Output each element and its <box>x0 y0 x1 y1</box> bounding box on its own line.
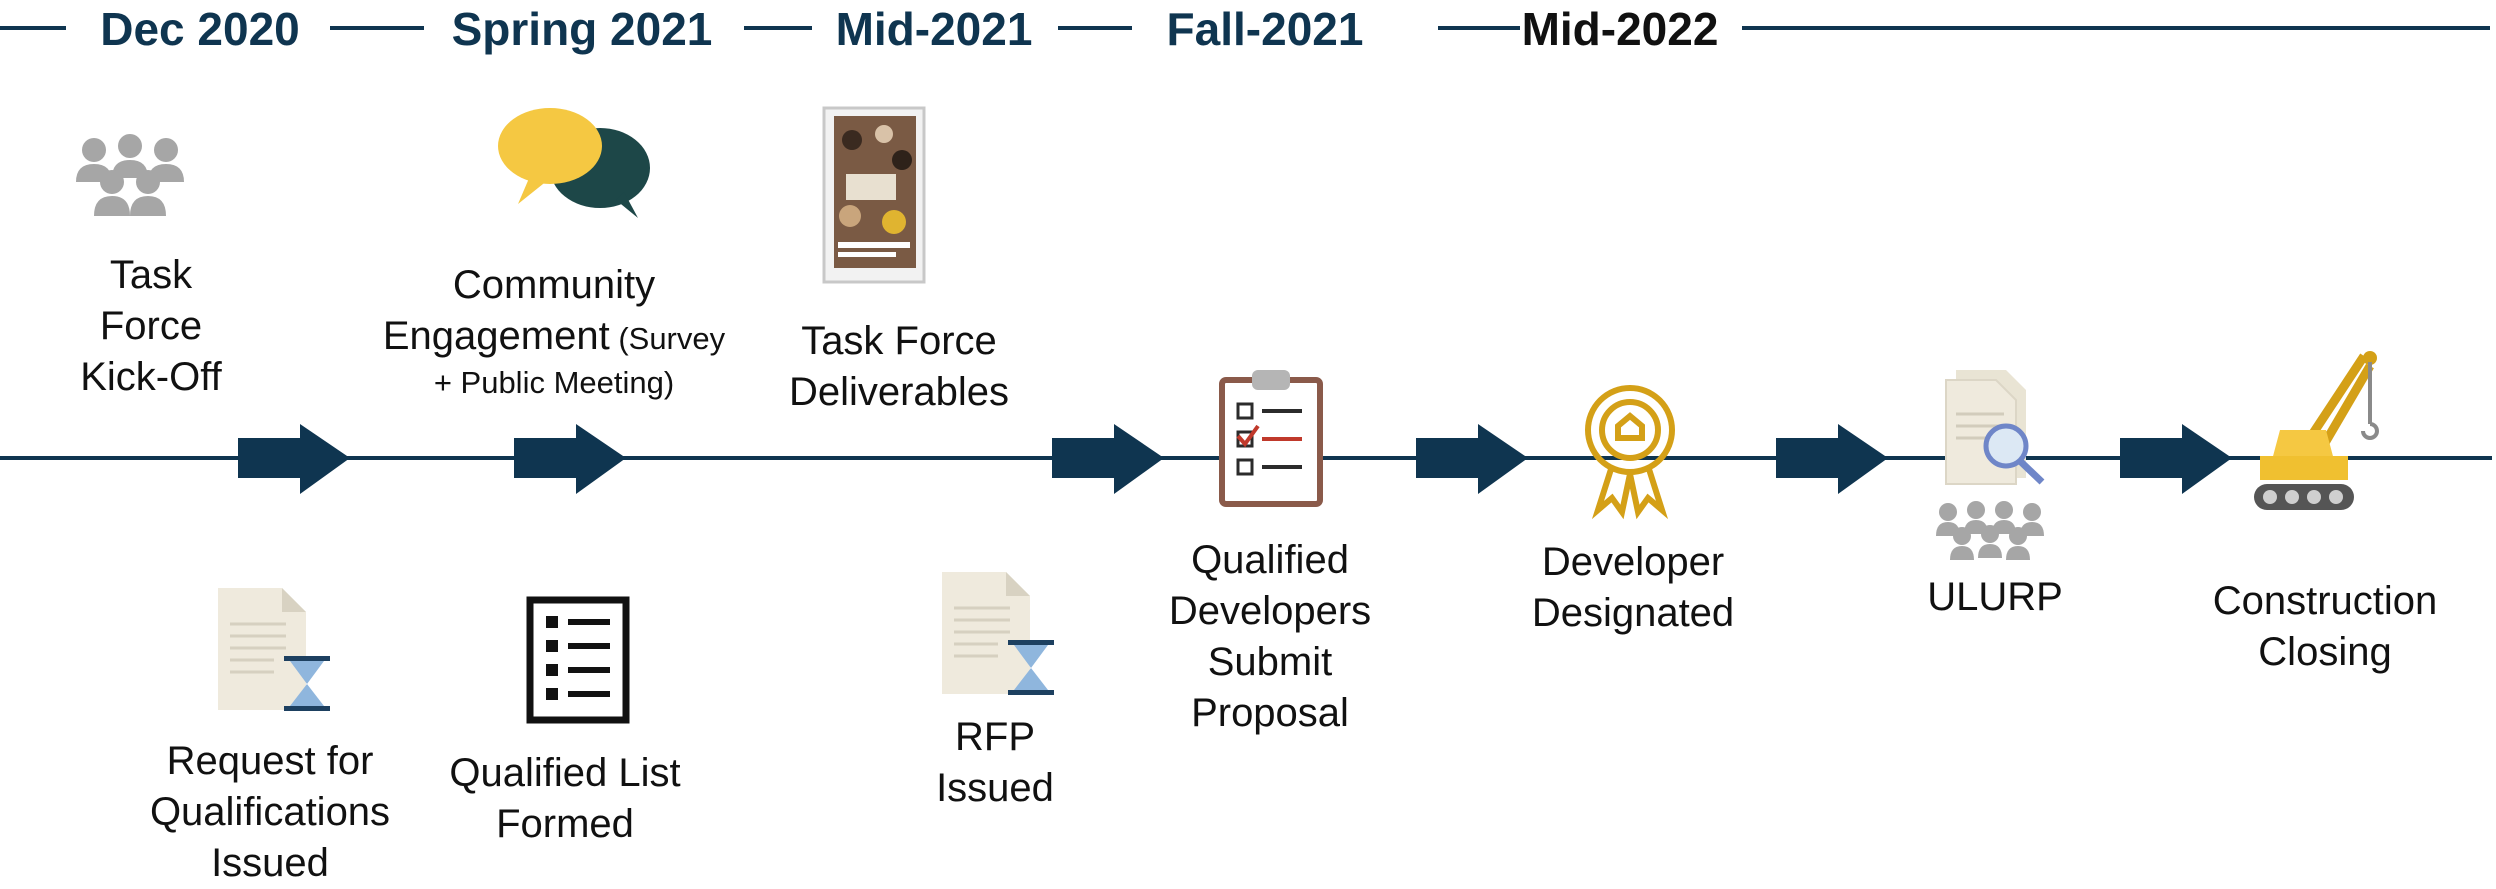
milestone-task-force-deliverables-label: Task Force Deliverables <box>788 319 1010 414</box>
award-ribbon-icon <box>1585 385 1675 520</box>
timeline-arrow <box>514 424 626 494</box>
checklist-icon <box>526 596 630 724</box>
document-hourglass-icon <box>218 588 330 711</box>
crane-icon <box>2254 351 2379 510</box>
header-line-segment <box>1742 26 2490 30</box>
milestone-submit-proposal-label: Qualified Developers Submit Proposal <box>1168 538 1372 735</box>
period-mid-2022: Mid-2022 <box>1521 3 1719 55</box>
header-line-segment <box>0 26 66 30</box>
document-hourglass-icon <box>942 572 1054 695</box>
timeline-arrow <box>1416 424 1528 494</box>
milestone-construction-closing-label: Construction Closing <box>2212 579 2438 674</box>
timeline-arrow <box>1052 424 1164 494</box>
milestone-task-force-kickoff-label: Task Force Kick-Off <box>80 253 222 399</box>
period-dec-2020: Dec 2020 <box>100 3 300 55</box>
milestone-ulurp-label: ULURP <box>1927 575 2063 619</box>
period-mid-2021: Mid-2021 <box>835 3 1033 55</box>
header-line-segment <box>330 26 424 30</box>
timeline-arrow <box>238 424 350 494</box>
milestone-rfq-issued-label: Request for Qualifications Issued <box>149 739 391 885</box>
milestone-developer-designated-label: Developer Designated <box>1531 540 1735 635</box>
report-cover-icon <box>822 106 926 284</box>
header-line-segment <box>1058 26 1132 30</box>
header-line-segment <box>1438 26 1520 30</box>
people-group-icon <box>1936 501 2044 560</box>
document-review-icon <box>1945 370 2045 485</box>
timeline-arrow <box>2120 424 2232 494</box>
period-spring-2021: Spring 2021 <box>451 3 713 55</box>
header-line-segment <box>744 26 812 30</box>
timeline-arrow <box>1776 424 1888 494</box>
milestone-qualified-list-label: Qualified List Formed <box>449 751 681 846</box>
milestone-rfp-issued-label: RFP Issued <box>936 715 1054 810</box>
clipboard-checklist-icon <box>1219 370 1323 507</box>
people-group-icon <box>76 134 184 216</box>
speech-bubbles-icon <box>498 108 650 218</box>
period-fall-2021: Fall-2021 <box>1166 3 1364 55</box>
milestone-community-engagement-label: Community Engagement (Survey + Public Me… <box>382 263 726 400</box>
